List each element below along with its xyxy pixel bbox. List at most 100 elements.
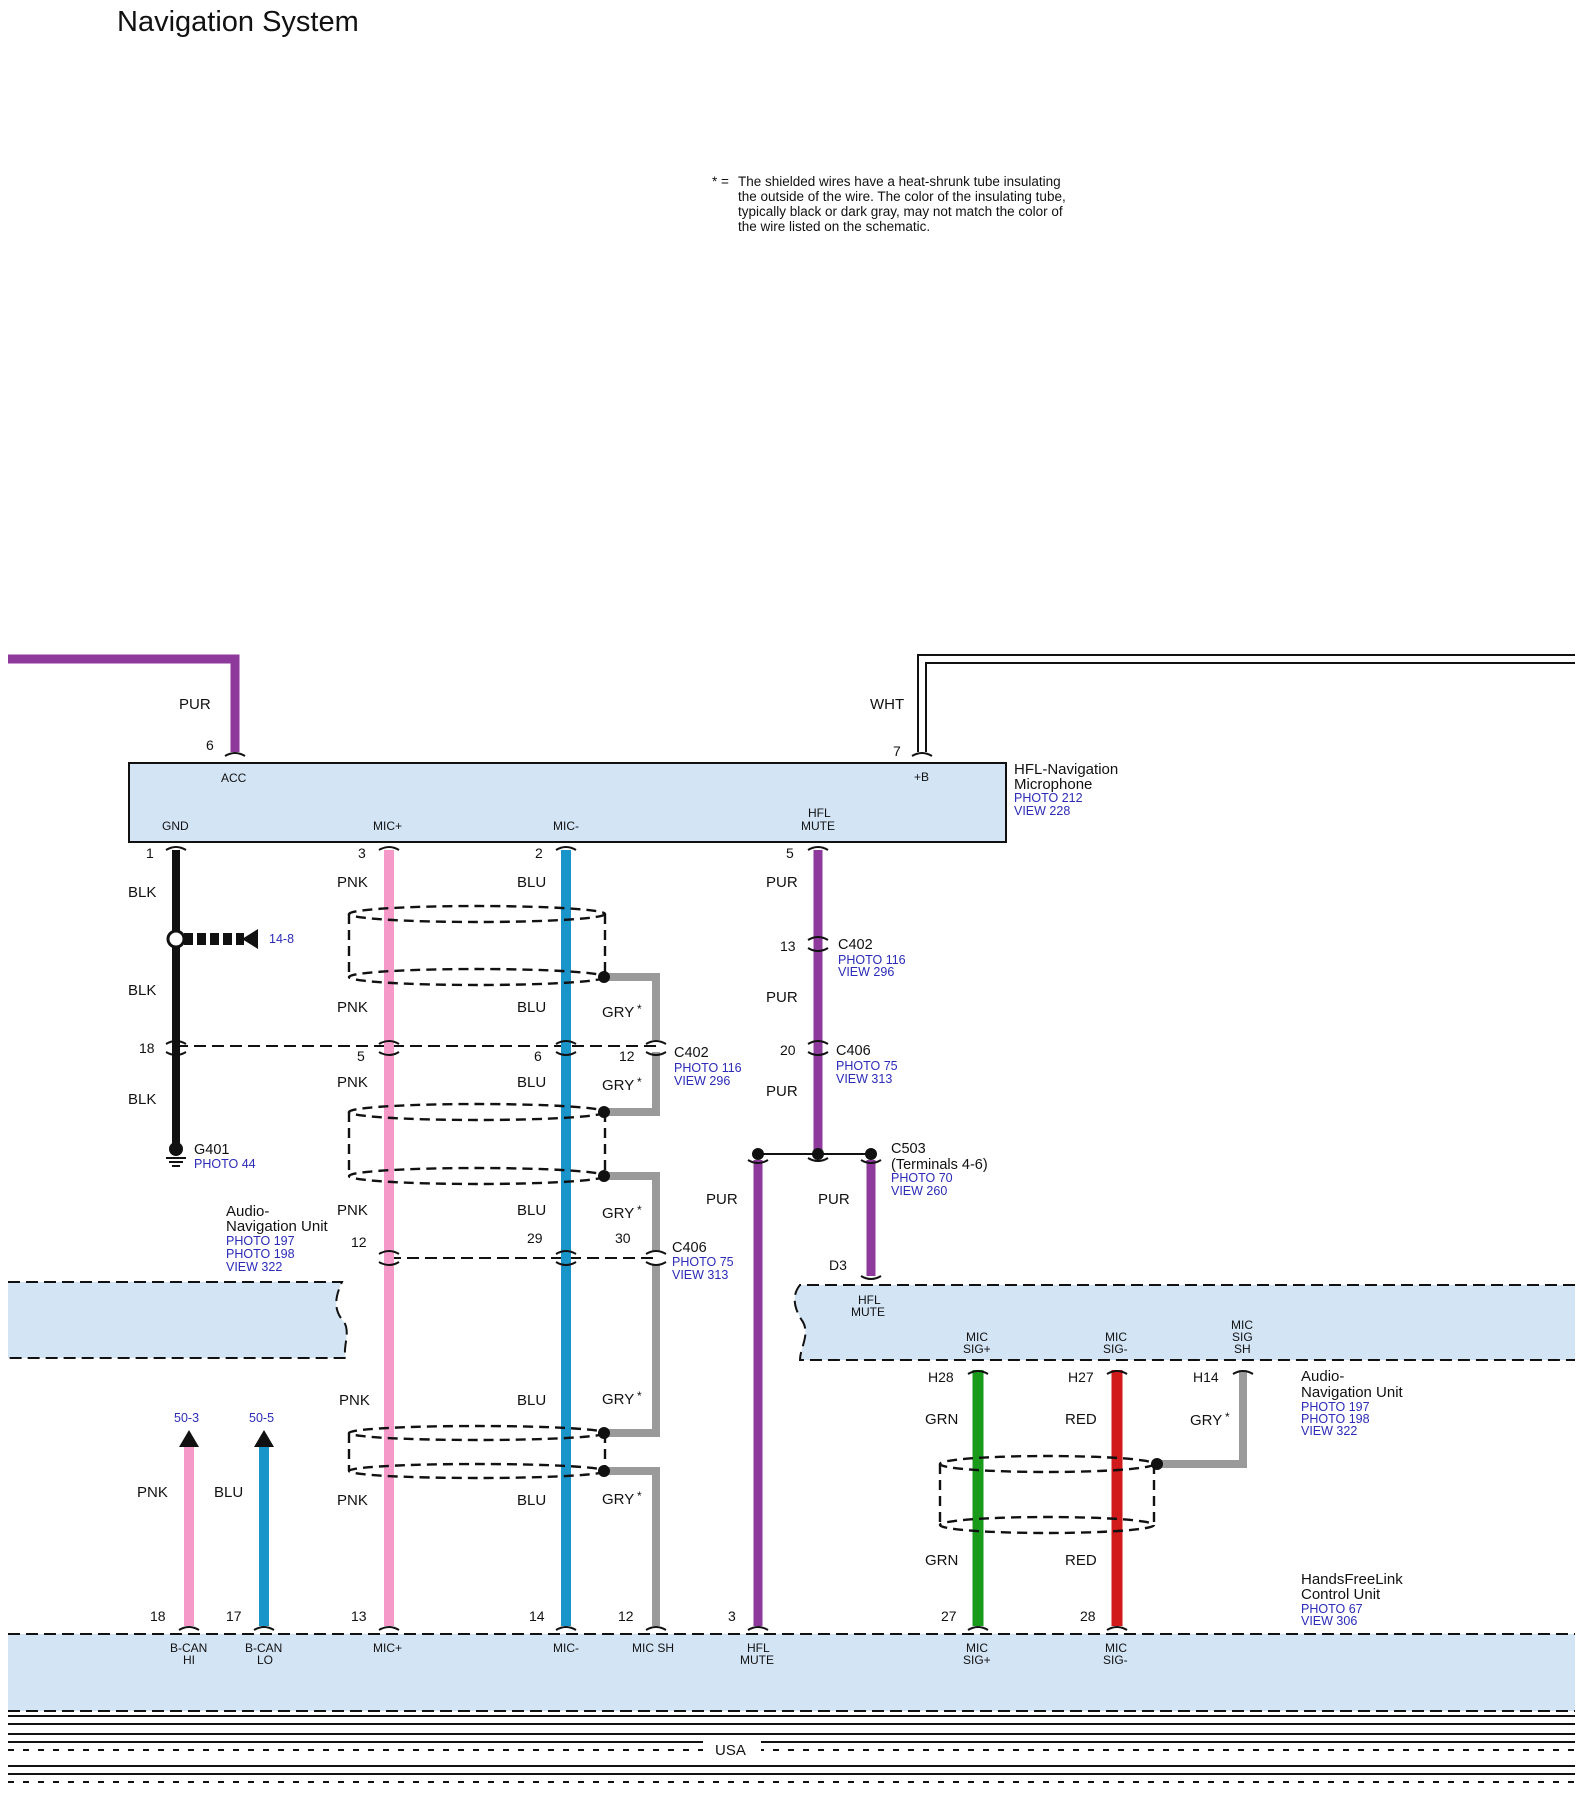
pin-label: GND: [162, 819, 189, 833]
component-name: Audio-: [226, 1203, 269, 1220]
hfl-control-body: [8, 1634, 1575, 1711]
pin-number: 6: [206, 737, 214, 753]
pin-number: 1: [146, 845, 154, 861]
terminal-caps: [165, 752, 1254, 1631]
pin-number: 3: [728, 1608, 736, 1624]
pin-number: 5: [357, 1048, 365, 1064]
pin-label: MIC+: [373, 819, 402, 833]
audio-nav-right-border: [793, 1284, 1575, 1361]
wire-color-blu: BLU: [517, 1074, 546, 1091]
wire-color-wht: WHT: [870, 696, 904, 713]
footer-lines: [8, 1715, 1575, 1783]
component-name: Navigation Unit: [1301, 1384, 1404, 1401]
component-name: Navigation Unit: [226, 1218, 329, 1235]
gry-drain-wire: [604, 1264, 660, 1437]
wire-color-blk: BLK: [128, 1091, 156, 1108]
pin-number: 12: [351, 1234, 367, 1250]
pin-number: 29: [527, 1230, 543, 1246]
pin-number: 18: [139, 1040, 155, 1056]
connector-ref: VIEW 313: [672, 1268, 728, 1282]
wire-color-pur: PUR: [179, 696, 211, 713]
pin-number: 2: [535, 845, 543, 861]
pin-number: H27: [1068, 1369, 1094, 1385]
gry-drain-wire: [604, 1467, 660, 1626]
pin-label: HFL: [808, 806, 831, 820]
shield-marker: *: [637, 1203, 642, 1217]
ground-name: G401: [194, 1142, 229, 1158]
ground-splice-point: [166, 929, 186, 949]
component-ref: PHOTO 197: [226, 1234, 295, 1248]
component-ref: VIEW 322: [226, 1260, 282, 1274]
connector-name: C402: [674, 1045, 709, 1061]
wire-color-pur: PUR: [818, 1191, 850, 1208]
pin-label: SH: [1234, 1342, 1251, 1356]
wire-color-grn: GRN: [925, 1552, 958, 1569]
pin-number: 14: [529, 1608, 545, 1624]
note-line: The shielded wires have a heat-shrunk tu…: [738, 174, 1061, 189]
component-ref: VIEW 228: [1014, 804, 1070, 818]
pin-label: HFL: [747, 1641, 770, 1655]
wire-color-gry: GRY: [602, 1004, 634, 1021]
component-name: HandsFreeLink: [1301, 1571, 1403, 1588]
pin-label: MUTE: [851, 1305, 885, 1319]
pin-label: MIC: [1105, 1330, 1127, 1344]
gry-drain-wire: [1157, 1370, 1247, 1468]
pin-label: SIG: [1232, 1330, 1253, 1344]
pin-number: 13: [780, 938, 796, 954]
component-ref: PHOTO 67: [1301, 1602, 1363, 1616]
pin-label: MIC+: [373, 1641, 402, 1655]
pin-number: 5: [786, 845, 794, 861]
component-ref: PHOTO 198: [226, 1247, 295, 1261]
connector-name: C503: [891, 1141, 926, 1157]
shield-marker: *: [637, 1002, 642, 1016]
pin-number: 27: [941, 1608, 957, 1624]
bcan-lo-arrow: [254, 1430, 274, 1447]
pin-label: ACC: [221, 771, 247, 785]
wire-color-gry: GRY: [1190, 1412, 1222, 1429]
wire-color-pnk: PNK: [337, 999, 368, 1016]
connector-ref: VIEW 296: [838, 965, 894, 979]
note-marker: * =: [712, 174, 729, 189]
pin-label: MIC-: [553, 1641, 579, 1655]
shield-marker: *: [637, 1389, 642, 1403]
wire-color-red: RED: [1065, 1411, 1097, 1428]
wht-b-wire-outline: [917, 654, 1575, 752]
wire-color-pur: PUR: [766, 1083, 798, 1100]
pin-label: MIC: [966, 1330, 988, 1344]
pin-number: 28: [1080, 1608, 1096, 1624]
ground-ref: PHOTO 44: [194, 1157, 256, 1171]
pin-label: MIC: [1231, 1318, 1253, 1332]
wire-color-blu: BLU: [517, 999, 546, 1016]
component-ref: VIEW 322: [1301, 1424, 1357, 1438]
pin-number: 18: [150, 1608, 166, 1624]
pin-number: H14: [1193, 1369, 1219, 1385]
connector-ref: PHOTO 75: [836, 1059, 898, 1073]
note-line: typically black or dark gray, may not ma…: [738, 204, 1063, 219]
component-ref: PHOTO 198: [1301, 1412, 1370, 1426]
connector-ref: VIEW 313: [836, 1072, 892, 1086]
page-title: Navigation System: [117, 6, 359, 38]
connector-ref: VIEW 296: [674, 1074, 730, 1088]
audio-nav-right-body: [794, 1285, 1575, 1360]
pur-acc-wire: [8, 654, 240, 752]
pin-label: SIG+: [963, 1653, 991, 1667]
wire-color-pur: PUR: [706, 1191, 738, 1208]
region-label: USA: [715, 1742, 746, 1759]
wire-color-blk: BLK: [128, 982, 156, 999]
pin-number: D3: [829, 1257, 847, 1273]
ground-ref-label: 14-8: [269, 932, 294, 946]
pin-label: MIC: [1105, 1641, 1127, 1655]
pin-label: MUTE: [801, 819, 835, 833]
pin-label: HI: [183, 1653, 195, 1667]
pin-label: MIC: [966, 1641, 988, 1655]
component-name: Control Unit: [1301, 1586, 1381, 1603]
wire-color-blu: BLU: [517, 1492, 546, 1509]
ground-ref-arrowhead: [242, 929, 258, 949]
wire-color-gry: GRY: [602, 1077, 634, 1094]
pin-label: MIC-: [553, 819, 579, 833]
region-label-bg: [703, 1739, 761, 1759]
wire-color-blu: BLU: [214, 1484, 243, 1501]
microphone-body: [128, 762, 1007, 843]
wire-color-pur: PUR: [766, 989, 798, 1006]
wire-color-blu: BLU: [517, 1392, 546, 1409]
